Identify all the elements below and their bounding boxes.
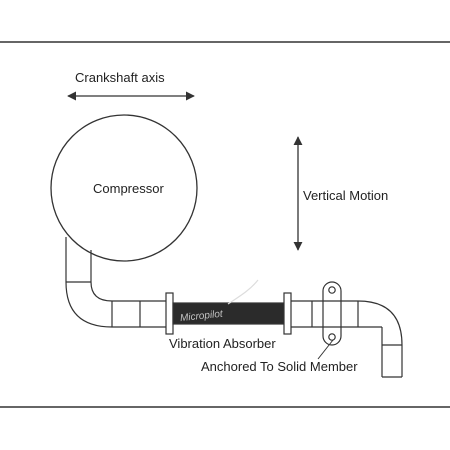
vertical-motion-label: Vertical Motion (303, 188, 388, 203)
discharge-pipe-left (65, 237, 166, 328)
compressor-shape (50, 114, 198, 262)
anchor-leader-line (317, 339, 334, 360)
anchor-bracket (322, 281, 342, 346)
crankshaft-axis-label: Crankshaft axis (75, 70, 165, 85)
absorber-watermark: Micropilot (180, 309, 225, 325)
left-flange (165, 292, 174, 335)
watermark-swoosh (227, 279, 259, 305)
compressor-label: Compressor (93, 181, 164, 196)
discharge-pipe-right (291, 300, 403, 378)
right-flange (283, 292, 292, 335)
vibration-absorber-label: Vibration Absorber (169, 336, 276, 351)
anchored-label: Anchored To Solid Member (201, 359, 358, 374)
